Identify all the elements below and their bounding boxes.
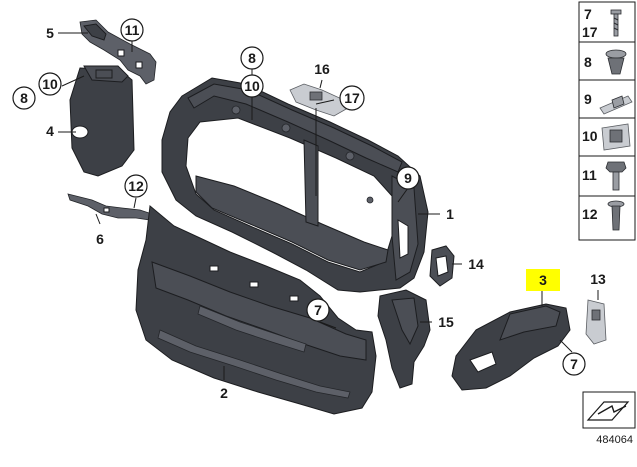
part-14-cover[interactable] (429, 245, 455, 287)
callout-12: 12 (124, 174, 148, 198)
callout-15: 15 (438, 314, 454, 330)
svg-text:7: 7 (570, 356, 578, 372)
diagram-id: 484064 (596, 434, 633, 446)
svg-text:11: 11 (582, 167, 597, 183)
svg-text:7: 7 (314, 302, 322, 318)
svg-text:9: 9 (584, 91, 592, 107)
legend-row-7-17: 7 17 (582, 6, 622, 40)
direction-arrow-icon (582, 391, 636, 429)
legend-row-10: 10 (582, 123, 631, 151)
legend-row-9: 9 (584, 91, 633, 115)
svg-text:10: 10 (244, 78, 260, 94)
svg-text:9: 9 (404, 170, 412, 186)
callout-4: 4 (46, 123, 54, 139)
svg-text:12: 12 (128, 178, 144, 194)
callout-2: 2 (220, 385, 228, 401)
leader-lines (58, 32, 599, 380)
legend-row-12: 12 (582, 200, 625, 231)
svg-text:11: 11 (125, 22, 140, 38)
svg-text:10: 10 (42, 76, 58, 92)
callout-16: 16 (314, 61, 330, 77)
callout-9: 9 (396, 166, 420, 190)
expanding-rivet-icon (605, 49, 627, 75)
callout-7-right: 7 (562, 352, 586, 376)
callout-1: 1 (446, 206, 454, 222)
svg-text:8: 8 (248, 50, 256, 66)
hex-screw-icon (605, 161, 627, 191)
legend-row-8: 8 (584, 49, 627, 75)
screw-icon (610, 9, 622, 37)
callout-5: 5 (46, 25, 54, 41)
part-4-air-duct[interactable] (69, 65, 135, 177)
callout-10-left: 10 (38, 72, 62, 96)
svg-text:8: 8 (20, 90, 28, 106)
callout-17-mid: 17 (339, 85, 365, 111)
part-15-air-guide[interactable] (377, 289, 431, 389)
callout-6: 6 (96, 231, 104, 247)
svg-text:8: 8 (584, 54, 592, 70)
clip-nut-icon (599, 95, 633, 115)
callout-14: 14 (468, 256, 484, 272)
hardware-legend: 7 17 8 9 (578, 1, 636, 241)
svg-text:17: 17 (582, 24, 598, 40)
svg-text:12: 12 (582, 206, 598, 222)
part-1-front-carrier[interactable] (161, 77, 429, 293)
svg-text:3: 3 (539, 272, 547, 288)
svg-text:17: 17 (344, 90, 360, 106)
callout-11-top: 11 (120, 18, 144, 42)
part-13-clip[interactable] (585, 299, 607, 345)
part-6-bracket[interactable] (67, 193, 153, 221)
svg-text:7: 7 (584, 6, 592, 22)
callout-7-mid: 7 (306, 298, 330, 322)
callout-13: 13 (590, 271, 606, 287)
part-2-lower-air-guide[interactable] (135, 205, 377, 415)
spring-nut-icon (601, 123, 631, 151)
part-3-air-duct[interactable] (451, 303, 571, 391)
push-rivet-icon (607, 200, 625, 231)
callout-3-highlighted[interactable]: 3 (526, 269, 560, 291)
part-5-bracket[interactable] (79, 19, 157, 85)
callout-8-mid: 8 (240, 46, 264, 70)
legend-row-11: 11 (582, 161, 627, 191)
callout-8-left: 8 (12, 86, 36, 110)
callout-10-mid: 10 (240, 74, 264, 98)
svg-text:10: 10 (582, 128, 598, 144)
